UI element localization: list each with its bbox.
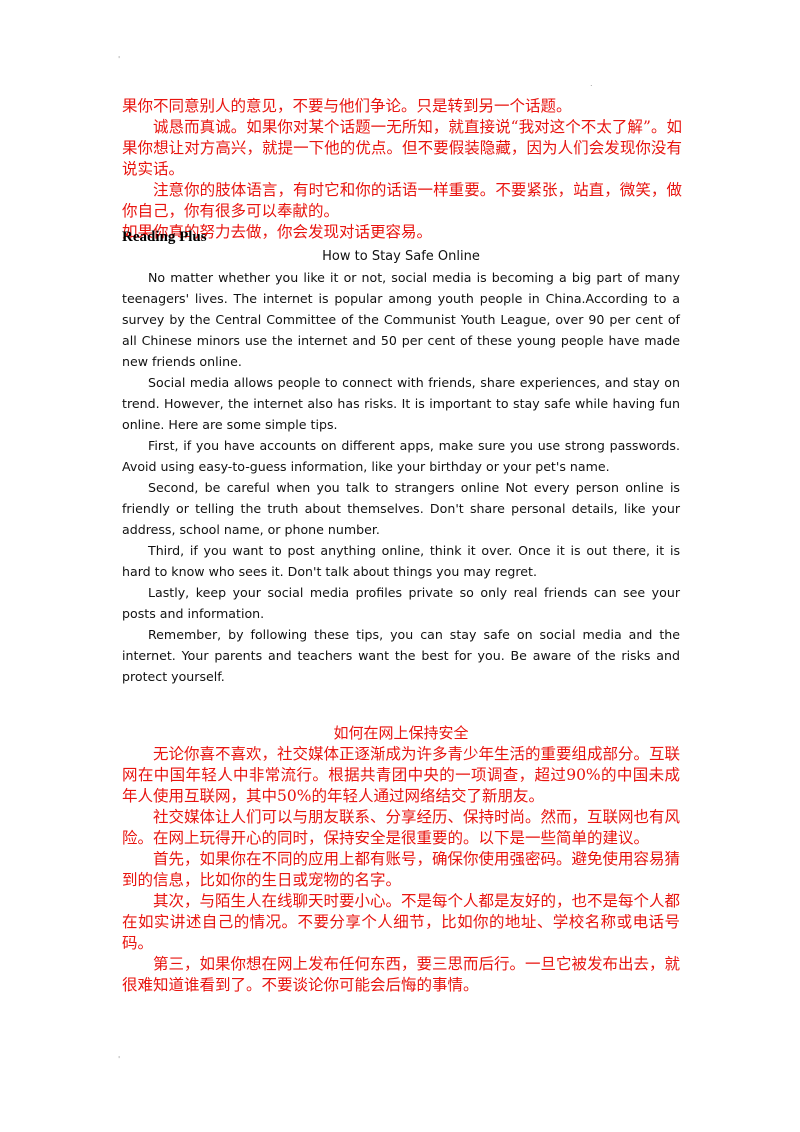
corner-mark-top-right: . — [590, 79, 593, 88]
article-paragraph-cn: 无论你喜不喜欢，社交媒体正逐渐成为许多青少年生活的重要组成部分。互联网在中国年轻… — [122, 745, 681, 805]
article-paragraph-cn: 第三，如果你想在网上发布任何东西，要三思而后行。一旦它被发布出去，就很难知道谁看… — [122, 955, 681, 994]
intro-paragraph: 如果你真的努力去做，你会发现对话更容易。 — [122, 223, 433, 241]
corner-mark-bottom-left: ' — [118, 1055, 121, 1064]
article-body-chinese: 无论你喜不喜欢，社交媒体正逐渐成为许多青少年生活的重要组成部分。互联网在中国年轻… — [122, 744, 680, 996]
article-title-english: How to Stay Safe Online — [322, 249, 480, 264]
article-paragraph: No matter whether you like it or not, so… — [122, 270, 680, 369]
corner-mark-top-left: ' — [118, 55, 121, 64]
article-paragraph-cn: 首先，如果你在不同的应用上都有账号，确保你使用强密码。避免使用容易猜到的信息，比… — [122, 850, 681, 889]
article-paragraph-cn: 社交媒体让人们可以与朋友联系、分享经历、保持时尚。然而，互联网也有风险。在网上玩… — [122, 808, 681, 847]
article-body-english: No matter whether you like it or not, so… — [122, 267, 680, 687]
article-paragraph: Social media allows people to connect wi… — [122, 375, 680, 432]
intro-paragraph: 注意你的肢体语言，有时它和你的话语一样重要。不要紧张，站直，微笑，做你自己，你有… — [122, 181, 682, 220]
intro-paragraph: 果你不同意别人的意见，不要与他们争论。只是转到另一个话题。 — [122, 97, 572, 115]
article-paragraph-cn: 其次，与陌生人在线聊天时要小心。不是每个人都是友好的，也不是每个人都在如实讲述自… — [122, 892, 681, 952]
article-paragraph: Remember, by following these tips, you c… — [122, 627, 680, 684]
article-paragraph: First, if you have accounts on different… — [122, 438, 680, 474]
intro-paragraph: 诚恳而真诚。如果你对某个话题一无所知，就直接说“我对这个不太了解”。如果你想让对… — [122, 118, 682, 178]
section-heading: Reading Plus — [122, 229, 207, 245]
article-title-chinese: 如何在网上保持安全 — [333, 724, 469, 742]
intro-chinese-text: 果你不同意别人的意见，不要与他们争论。只是转到另一个话题。 诚恳而真诚。如果你对… — [122, 96, 682, 243]
article-paragraph: Lastly, keep your social media profiles … — [122, 585, 680, 621]
article-paragraph: Second, be careful when you talk to stra… — [122, 480, 680, 537]
article-paragraph: Third, if you want to post anything onli… — [122, 543, 680, 579]
